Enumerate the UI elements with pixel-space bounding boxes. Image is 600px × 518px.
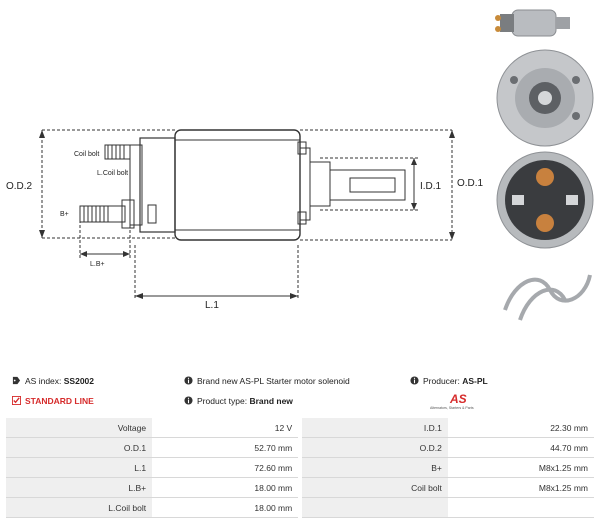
spec-label-left: O.D.1 [6,437,153,458]
product-info: AS index: SS2002 Brand new AS-PL Starter… [8,374,592,414]
description-text: Brand new AS-PL Starter motor solenoid [197,376,350,386]
spec-value-left: 18.00 mm [152,497,299,518]
column-gap [298,477,302,498]
column-gap [298,497,302,518]
as-index-label: AS index: [25,376,62,386]
spec-value-right: 22.30 mm [447,418,594,438]
info-icon [184,396,193,405]
spec-value-right [447,497,594,518]
photo-side-view [495,9,570,37]
producer: Producer: AS-PL [410,374,488,388]
spec-value-right: 44.70 mm [447,437,594,458]
producer-value: AS-PL [462,376,488,386]
product-type-value: Brand new [249,396,293,406]
lb-label: L.B+ [90,261,105,268]
standard-line-text: STANDARD LINE [25,396,94,406]
id1-label: I.D.1 [420,181,442,192]
coil-bolt-label: Coil bolt [74,151,99,158]
spec-label-left: L.Coil bolt [6,497,153,518]
bplus-label: B+ [60,211,69,218]
spec-label-right: B+ [301,457,448,478]
od1-label: O.D.1 [457,178,484,189]
lcoil-bolt-label: L.Coil bolt [97,170,128,177]
spec-value-left: 18.00 mm [152,477,299,498]
product-type-label: Product type: [197,396,248,406]
column-gap [298,437,302,458]
info-icon [410,376,419,385]
description: Brand new AS-PL Starter motor solenoid [184,374,350,388]
spec-label-right: I.D.1 [301,418,448,438]
photo-spring [503,274,592,321]
spec-value-right: M8x1.25 mm [447,477,594,498]
photo-contacts-view [496,151,594,249]
spec-value-left: 52.70 mm [152,437,299,458]
technical-drawing: O.D.2 O.D.1 I.D.1 L.1 L.B+ B+ Coil bolt … [6,129,484,311]
as-index-value: SS2002 [63,376,95,386]
spec-value-right: M8x1.25 mm [447,457,594,478]
tag-icon [12,376,21,385]
producer-label: Producer: [423,376,460,386]
column-gap [298,418,302,438]
spec-label-left: Voltage [6,418,153,438]
column-gap [298,457,302,478]
l1-label: L.1 [205,300,219,311]
spec-label-left: L.B+ [6,477,153,498]
logo-subtext: Alternators, Starters & Parts [430,406,474,410]
info-icon [184,376,193,385]
logo-text: AS [450,392,467,406]
as-pl-logo: AS Alternators, Starters & Parts [430,392,490,414]
checkbox-icon [12,396,21,405]
spec-value-left: 72.60 mm [152,457,299,478]
spec-label-right: O.D.2 [301,437,448,458]
product-photos [495,9,594,321]
product-type: Product type: Brand new [184,394,293,408]
spec-label-right: Coil bolt [301,477,448,498]
standard-line: STANDARD LINE [12,394,94,408]
spec-label-right [301,497,448,518]
spec-value-left: 12 V [152,418,299,438]
as-index: AS index: SS2002 [12,374,94,388]
od2-label: O.D.2 [6,181,33,192]
photo-front-view [496,49,594,147]
spec-label-left: L.1 [6,457,153,478]
